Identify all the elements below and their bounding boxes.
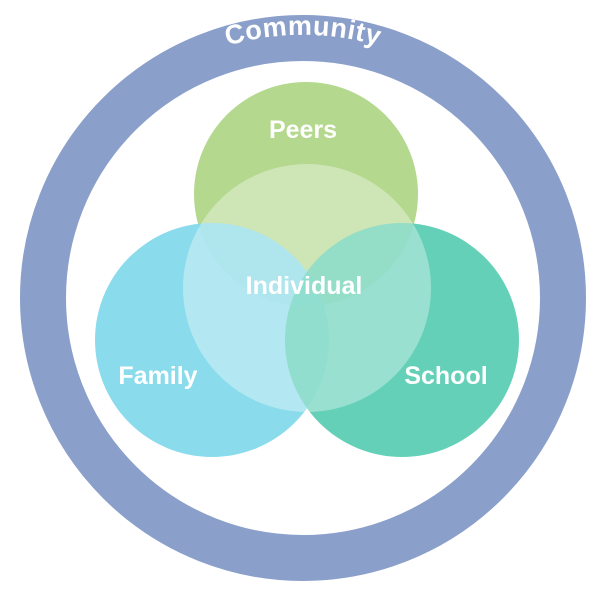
- peers-label: Peers: [269, 116, 337, 144]
- family-label: Family: [118, 362, 197, 390]
- school-circle: [285, 223, 519, 457]
- community-ring: [20, 15, 586, 581]
- individual-label: Individual: [246, 272, 363, 300]
- family-circle: [95, 223, 329, 457]
- individual-circle: [183, 164, 431, 412]
- school-label: School: [404, 362, 487, 390]
